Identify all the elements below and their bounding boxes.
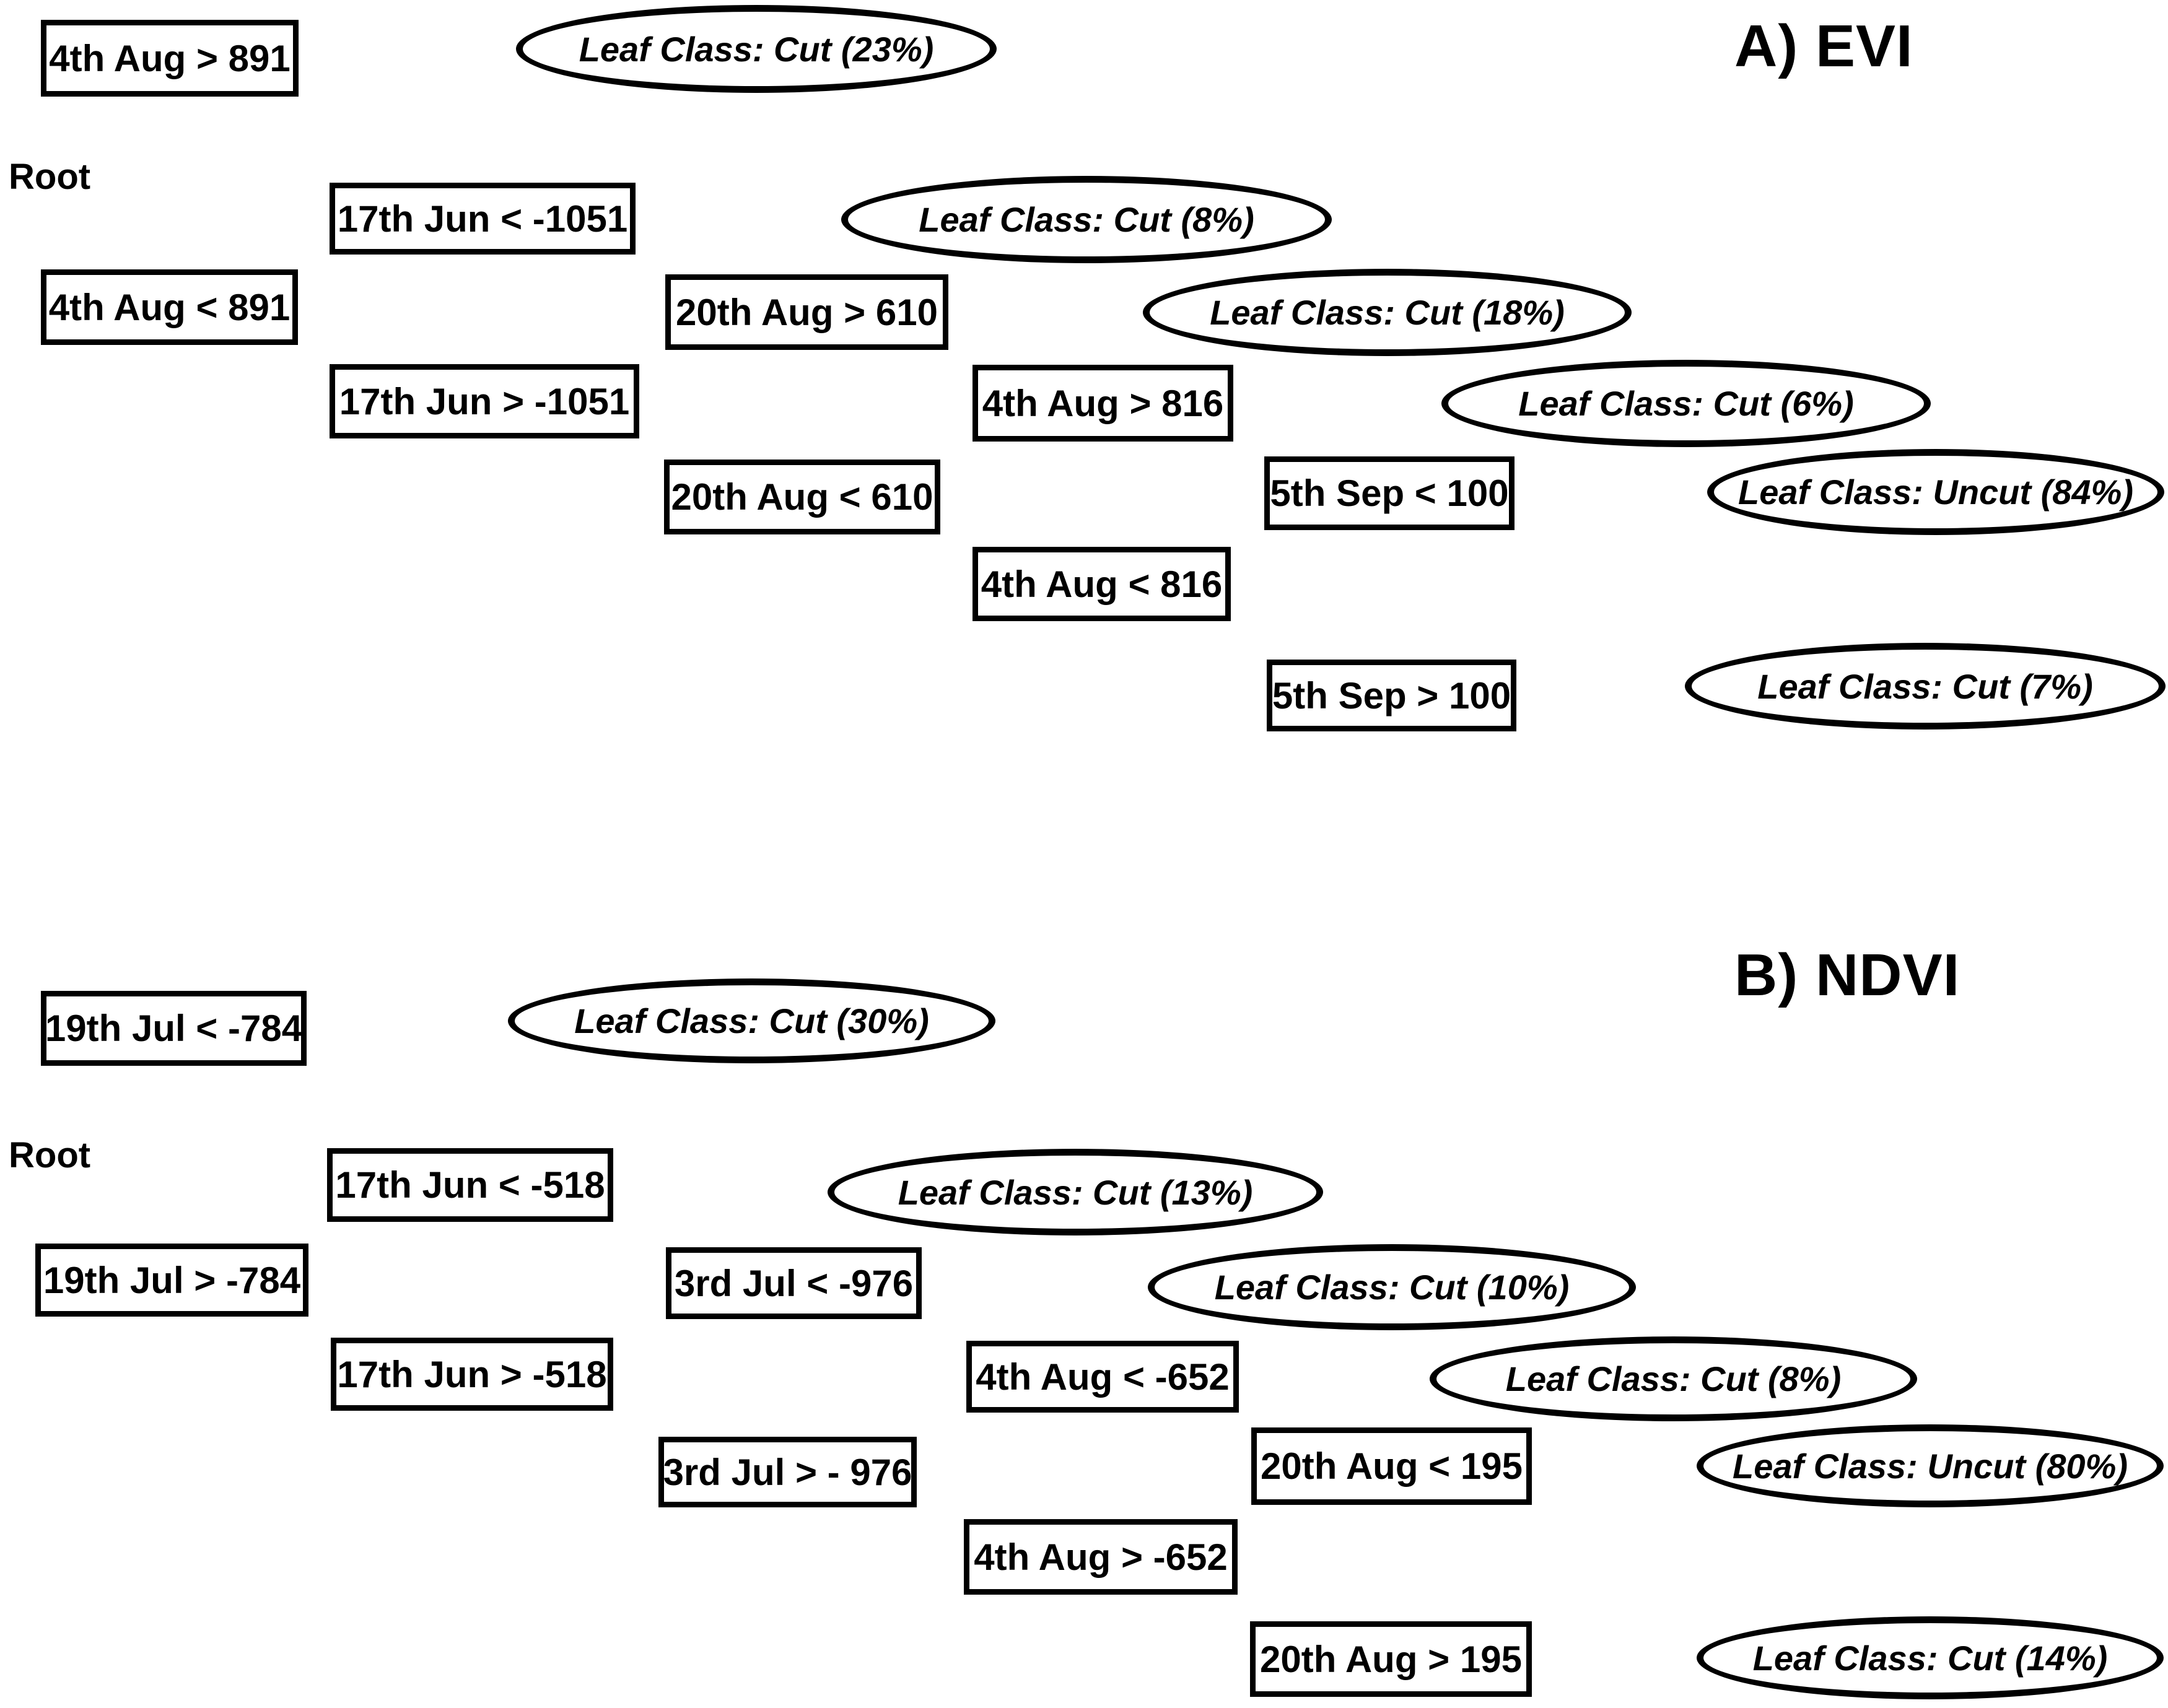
b-node-3rd-jul-gt-976: 3rd Jul > - 976 bbox=[658, 1437, 917, 1507]
b-leaf-uncut-80: Leaf Class: Uncut (80%) bbox=[1697, 1424, 2164, 1507]
panel-b-title: B) NDVI bbox=[1734, 942, 1960, 1008]
b-leaf-cut-13: Leaf Class: Cut (13%) bbox=[828, 1149, 1323, 1235]
connector-line bbox=[612, 1293, 668, 1360]
b-node-4th-aug-gt-652: 4th Aug > -652 bbox=[964, 1519, 1238, 1595]
b-node-20th-aug-gt-195: 20th Aug > 195 bbox=[1250, 1621, 1532, 1697]
a-node-4th-aug-gt-816: 4th Aug > 816 bbox=[973, 365, 1233, 442]
a-node-20th-aug-lt-610: 20th Aug < 610 bbox=[664, 460, 940, 534]
panel-a-title: A) EVI bbox=[1734, 13, 1913, 79]
b-leaf-cut-14: Leaf Class: Cut (14%) bbox=[1697, 1616, 2164, 1699]
b-node-17th-jun-gt-518: 17th Jun > -518 bbox=[331, 1338, 613, 1411]
a-leaf-uncut-84: Leaf Class: Uncut (84%) bbox=[1707, 449, 2164, 535]
connector-line bbox=[939, 412, 974, 479]
connector-line bbox=[916, 1491, 966, 1553]
b-node-19th-jul-gt-784: 19th Jul > -784 bbox=[35, 1244, 308, 1317]
connector-line bbox=[307, 1299, 333, 1367]
connector-line bbox=[25, 98, 48, 152]
a-node-4th-aug-gt-891: 4th Aug > 891 bbox=[41, 20, 299, 97]
a-node-5th-sep-gt-100: 5th Sep > 100 bbox=[1267, 660, 1516, 731]
b-node-4th-aug-lt-652: 4th Aug < -652 bbox=[966, 1341, 1239, 1413]
connector-line bbox=[25, 1068, 48, 1132]
b-leaf-cut-8: Leaf Class: Cut (8%) bbox=[1430, 1336, 1917, 1421]
a-node-4th-aug-lt-891: 4th Aug < 891 bbox=[41, 269, 298, 345]
b-node-20th-aug-lt-195: 20th Aug < 195 bbox=[1251, 1427, 1532, 1505]
connector-line bbox=[21, 1172, 45, 1242]
connector-line bbox=[1230, 495, 1266, 564]
a-node-5th-sep-lt-100: 5th Sep < 100 bbox=[1264, 456, 1515, 530]
connector-line bbox=[294, 233, 333, 294]
connector-line bbox=[612, 1393, 660, 1465]
connector-line bbox=[638, 419, 667, 488]
connector-line bbox=[294, 322, 333, 400]
connector-line bbox=[939, 515, 974, 578]
b-leaf-cut-10: Leaf Class: Cut (10%) bbox=[1148, 1244, 1636, 1330]
a-leaf-cut-6: Leaf Class: Cut (6%) bbox=[1441, 360, 1931, 447]
connector-line bbox=[916, 1387, 968, 1457]
connector-line bbox=[638, 327, 668, 385]
a-leaf-cut-18: Leaf Class: Cut (18%) bbox=[1143, 269, 1632, 356]
connector-line bbox=[21, 197, 46, 268]
connector-line bbox=[1230, 602, 1269, 691]
a-leaf-cut-8: Leaf Class: Cut (8%) bbox=[841, 176, 1332, 263]
b-node-17th-jun-lt-518: 17th Jun < -518 bbox=[327, 1148, 613, 1222]
panel-b-root-label: Root bbox=[9, 1135, 91, 1175]
b-leaf-cut-30: Leaf Class: Cut (30%) bbox=[508, 978, 995, 1063]
a-node-17th-jun-gt-1051: 17th Jun > -1051 bbox=[330, 364, 639, 438]
a-leaf-cut-23: Leaf Class: Cut (23%) bbox=[516, 5, 997, 93]
b-node-3rd-jul-lt-976: 3rd Jul < -976 bbox=[666, 1247, 922, 1319]
a-node-4th-aug-lt-816: 4th Aug < 816 bbox=[973, 547, 1231, 621]
a-leaf-cut-7: Leaf Class: Cut (7%) bbox=[1685, 643, 2166, 730]
panel-a-root-label: Root bbox=[9, 157, 91, 197]
b-node-19th-jul-lt-784: 19th Jul < -784 bbox=[41, 991, 307, 1066]
a-node-20th-aug-gt-610: 20th Aug > 610 bbox=[665, 274, 948, 350]
a-node-17th-jun-lt-1051: 17th Jun < -1051 bbox=[330, 183, 636, 255]
connector-line bbox=[307, 1208, 330, 1270]
